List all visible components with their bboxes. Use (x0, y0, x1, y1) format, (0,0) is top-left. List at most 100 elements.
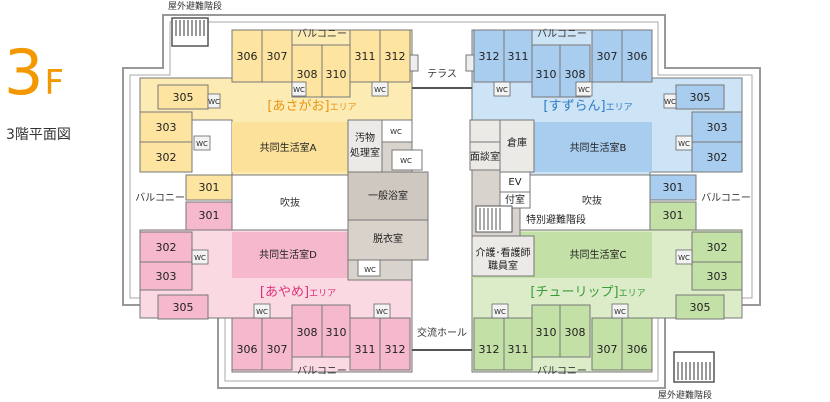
room-301: 301 (199, 209, 220, 222)
outer-balcony-outline (122, 14, 761, 389)
balcony-label: バルコニー (701, 192, 751, 204)
room-303: 303 (707, 270, 728, 283)
room-311: 311 (355, 343, 376, 356)
room-303: 303 (156, 270, 177, 283)
filth-room-label-2: 処理室 (350, 146, 380, 159)
room-302: 302 (156, 241, 177, 254)
wc-label: WC (364, 266, 376, 274)
ayame-title: [あやめ]エリア (260, 285, 336, 300)
common-room-a-label: 共同生活室A (260, 141, 317, 154)
room-312: 312 (385, 343, 406, 356)
warehouse-label: 倉庫 (507, 136, 527, 149)
room-310: 310 (326, 68, 347, 81)
wc-label: WC (376, 308, 388, 316)
interview-label: 面談室 (470, 150, 500, 163)
room-311: 311 (508, 50, 529, 63)
wc-label: WC (208, 98, 220, 106)
floor-number: 3F (4, 36, 64, 109)
room-311: 311 (508, 343, 529, 356)
wc-label: WC (494, 308, 506, 316)
asagao-title: [あさがお]エリア (267, 99, 356, 114)
room-312: 312 (479, 50, 500, 63)
room-306: 306 (237, 343, 258, 356)
room-307: 307 (597, 343, 618, 356)
suzuran-rooms (473, 29, 743, 201)
room-302: 302 (156, 151, 177, 164)
staff-room-label-1: 介護･看護師 (476, 246, 531, 259)
common-room-d-label: 共同生活室D (259, 248, 317, 261)
room-307: 307 (267, 343, 288, 356)
room-302: 302 (707, 151, 728, 164)
wc-label: WC (664, 98, 676, 106)
balcony-label: バルコニー (135, 192, 185, 204)
room-303: 303 (156, 121, 177, 134)
wc-label: WC (496, 86, 508, 94)
wc-label: WC (374, 86, 386, 94)
suzuran-title: [すずらん]エリア (543, 99, 632, 114)
balcony-label: バルコニー (537, 28, 587, 40)
wc-label: WC (578, 86, 590, 94)
wc-label: WC (196, 140, 208, 148)
annex-label: 付室 (505, 193, 525, 206)
terrace-label: テラス (427, 68, 457, 80)
common-room-d (232, 232, 348, 278)
service-block-right (469, 119, 535, 277)
ev-label: EV (508, 177, 521, 188)
balcony-label: バルコニー (297, 28, 347, 40)
outdoor-stairs-bottom-right (673, 351, 715, 383)
outdoor-stairs-top-left (171, 17, 209, 47)
suzuran-wc (493, 81, 693, 151)
tulip-wc (491, 249, 693, 319)
room-301: 301 (199, 181, 220, 194)
room-306: 306 (627, 50, 648, 63)
room-308: 308 (565, 68, 586, 81)
room-306: 306 (627, 343, 648, 356)
wc-label: WC (293, 86, 305, 94)
room-312: 312 (385, 50, 406, 63)
common-room-a (232, 122, 348, 172)
common-room-c-label: 共同生活室C (570, 248, 627, 261)
room-305: 305 (690, 91, 711, 104)
wc-label: WC (400, 157, 412, 165)
staff-room-label-2: 職員室 (488, 259, 518, 272)
service-block-left (347, 119, 429, 281)
room-301: 301 (663, 209, 684, 222)
atrium-left (231, 174, 349, 231)
asagao-wc (193, 81, 389, 151)
room-303: 303 (707, 121, 728, 134)
room-311: 311 (355, 50, 376, 63)
room-312: 312 (479, 343, 500, 356)
floor-title: 3階平面図 (6, 127, 71, 143)
room-310: 310 (536, 326, 557, 339)
exchange-hall-label: 交流ホール (417, 326, 467, 339)
balcony-label: バルコニー (537, 365, 587, 377)
bath-label: 一般浴室 (368, 189, 408, 202)
atrium-label: 吹抜 (280, 196, 300, 209)
room-302: 302 (707, 241, 728, 254)
room-310: 310 (326, 326, 347, 339)
room-310: 310 (536, 68, 557, 81)
room-307: 307 (267, 50, 288, 63)
dressing-label: 脱衣室 (373, 232, 403, 245)
common-room-b-label: 共同生活室B (570, 141, 627, 154)
room-305: 305 (173, 301, 194, 314)
wc-label: WC (614, 308, 626, 316)
wc-label: WC (678, 140, 690, 148)
room-305: 305 (173, 91, 194, 104)
atrium-label: 吹抜 (582, 194, 602, 207)
outdoor-stairs-label-bottom: 屋外避難階段 (658, 389, 712, 401)
wc-label: WC (194, 254, 206, 262)
wc-label: WC (390, 128, 402, 136)
tulip-rooms (473, 201, 743, 371)
room-305: 305 (690, 301, 711, 314)
asagao-rooms (139, 29, 411, 201)
outdoor-stairs-label-top: 屋外避難階段 (168, 0, 222, 12)
room-308: 308 (297, 326, 318, 339)
special-stairs-label: 特別避難階段 (526, 213, 586, 226)
room-306: 306 (237, 50, 258, 63)
atrium-right (519, 174, 651, 231)
filth-room-label-1: 汚物 (355, 131, 375, 144)
ayame-rooms (139, 201, 411, 371)
room-301: 301 (663, 181, 684, 194)
